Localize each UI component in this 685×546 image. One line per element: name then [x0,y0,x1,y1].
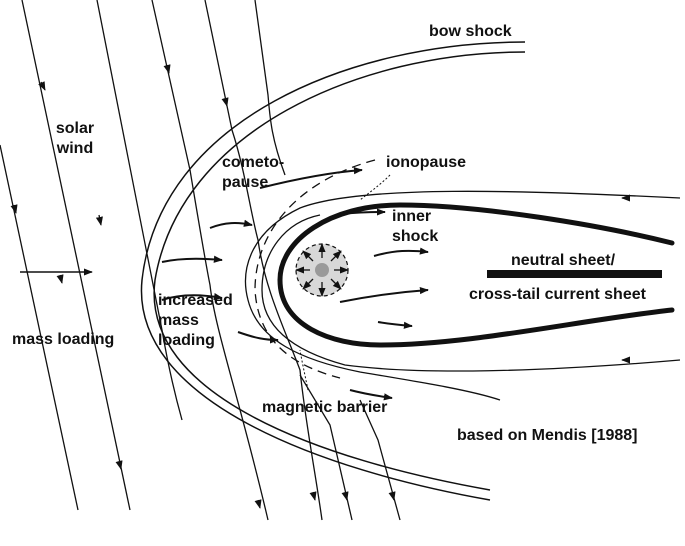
flow-arrow [237,331,279,344]
field-line [96,0,183,421]
field-line [254,0,286,176]
mass-loading-label: mass loading [12,331,115,348]
neutral-sheet-label: neutral sheet/ [511,252,616,269]
outgas-arrow [330,250,342,262]
field-line [359,399,401,521]
tail-arrows [621,194,631,364]
arrow-head [10,204,18,214]
flow-arrow [161,293,223,301]
arrow-head [341,491,349,501]
arrow-head [163,64,171,74]
credit-label: based on Mendis [1988] [457,427,638,444]
ionopause-label: ionopause [386,154,467,171]
solar-wind-label-line1: solar [55,120,95,137]
draped-field-lines [244,190,681,401]
inner-shock-label-line2: shock [392,228,439,245]
ionopause-boundary [277,202,675,348]
bow-shock-outer [153,51,526,491]
flow-arrow [161,255,223,263]
flow-arrows [161,167,429,401]
flow-arrow [373,247,429,257]
bow-shock-inner [140,41,526,501]
inner-shock-label-line1: inner [392,208,432,225]
current-sheet-label: cross-tail current sheet [469,286,646,303]
solar-wind-label-line2: wind [56,140,94,157]
flow-arrow [339,286,429,303]
arrow-head [254,499,262,509]
magnetic-barrier-leader [299,349,309,391]
field-line [0,144,79,511]
increased-mass-loading-line1: increased [158,292,233,309]
ionopause-leader [359,174,391,201]
comet-nucleus [295,243,349,297]
flow-arrow [349,389,393,401]
bow-shock-label: bow shock [429,23,512,40]
magnetic-barrier-label: magnetic barrier [262,399,388,416]
neutral-sheet-bar [487,270,662,278]
field-line [151,0,269,521]
arrow-head [309,491,317,501]
arrow-head [95,214,103,226]
outgas-arrow [302,278,314,290]
arrow-head [115,460,123,470]
outgas-arrow [330,278,342,290]
flow-arrow [341,208,386,216]
leader-lines [299,174,391,391]
outgas-arrow [302,250,314,262]
arrow-head [38,81,46,91]
field-line [299,374,353,521]
nucleus-core [315,263,329,277]
flow-arrow [259,167,363,189]
flow-arrow [377,321,413,329]
field-line [204,0,323,521]
field-line [21,0,131,511]
arrow-head [221,97,229,107]
cometopause-label-line2: pause [222,174,269,191]
field-line-arrows [10,64,396,509]
arrow-head [388,491,396,501]
cometopause-boundary [254,159,376,379]
flow-arrow [209,219,253,229]
bow-shock [140,41,526,501]
arrow-head [56,274,64,284]
cometopause-label-line1: cometo- [222,154,285,171]
increased-mass-loading-line2: mass [158,312,199,329]
increased-mass-loading-line3: loading [158,332,215,349]
